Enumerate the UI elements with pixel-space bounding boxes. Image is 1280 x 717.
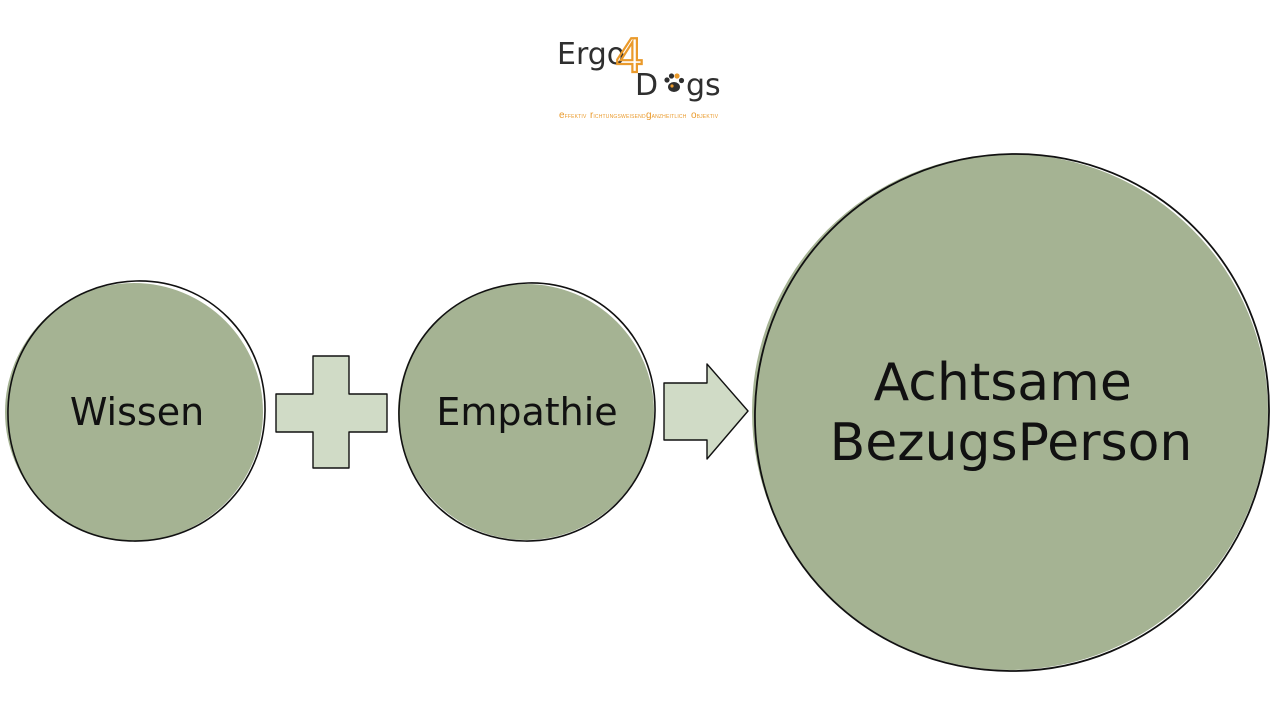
arrow-right-icon [663, 363, 749, 460]
node-circle-outline [398, 282, 656, 542]
node-circle-fill [752, 154, 1268, 670]
logo-text-gs: gs [686, 68, 721, 103]
node-label: Achtsame BezugsPerson [830, 353, 1193, 473]
node-circle-fill [398, 284, 654, 540]
node-label: Empathie [436, 390, 617, 434]
tagline-initial: r [590, 110, 594, 121]
node-empathie: Empathie [398, 282, 656, 542]
node-label-line: Achtsame [874, 353, 1132, 413]
tagline-word-3: gANZHEITLICH [646, 110, 687, 121]
tagline-word-2: rICHTUNGSWEISEND [590, 110, 646, 121]
node-circle-outline [7, 280, 266, 542]
tagline-rest: BJEKTIV [697, 114, 719, 120]
tagline-word-1: eFFEKTIV [559, 110, 587, 121]
tagline-rest: FFEKTIV [565, 114, 587, 120]
tagline-initial: g [646, 110, 652, 121]
node-circle-fill [5, 283, 263, 541]
node-label-line: BezugsPerson [830, 413, 1193, 473]
node-wissen: Wissen [5, 280, 266, 542]
node-label: Wissen [70, 390, 204, 434]
tagline-word-4: oBJEKTIV [691, 110, 719, 121]
logo-tagline: eFFEKTIV rICHTUNGSWEISEND gANZHEITLICH o… [559, 110, 719, 121]
node-circle-outline [754, 153, 1270, 672]
plus-icon [275, 355, 388, 469]
logo-text-ergo: Ergo [557, 37, 625, 72]
node-achtsame-bezugsperson: Achtsame BezugsPerson [752, 153, 1270, 672]
tagline-rest: ANZHEITLICH [652, 114, 687, 120]
tagline-rest: ICHTUNGSWEISEND [593, 114, 646, 120]
logo-digit-four: 4 [615, 29, 644, 83]
node-label-line: Empathie [436, 390, 617, 434]
paw-print-icon [664, 73, 685, 92]
node-label-line: Wissen [70, 390, 204, 434]
ergo4dogs-logo: Ergo 4 D gs eFFEKTIV rICHTUNGSWEISEND gA… [557, 28, 721, 121]
tagline-initial: o [691, 110, 697, 121]
tagline-initial: e [559, 110, 565, 121]
logo-text-d: D [635, 68, 658, 103]
